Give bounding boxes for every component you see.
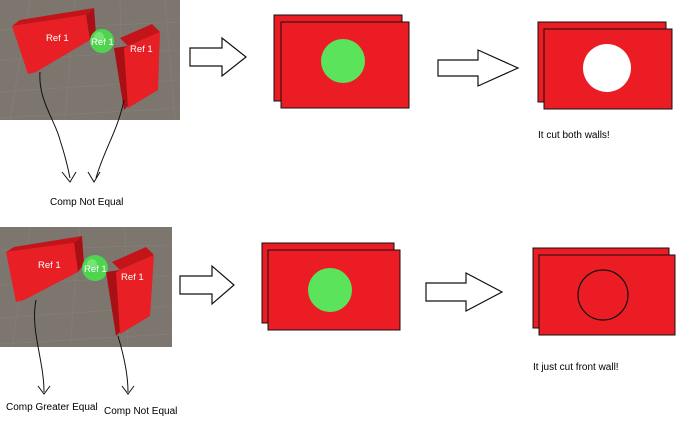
bottom-right-caption: Comp Not Equal	[104, 406, 177, 417]
bottom-hand-drawn-arrows	[34, 299, 135, 395]
bottom-left-caption: Comp Greater Equal	[6, 402, 98, 413]
top-sphere-label: Ref 1	[91, 37, 114, 48]
outline-hole	[577, 269, 629, 321]
bottom-panel-pair-outline	[532, 247, 676, 336]
top-row: Ref 1 Ref 1 Ref 1 Comp Not Equal	[0, 0, 673, 208]
top-hand-drawn-arrows	[39, 71, 125, 183]
arrow-right-icon	[437, 49, 520, 87]
bottom-row: Ref 1 Ref 1 Ref 1 Comp Greater Equal Com…	[0, 226, 676, 417]
hand-drawn-arrow-icon	[95, 99, 125, 179]
top-wall-left-label: Ref 1	[46, 33, 69, 44]
arrow-right-icon	[189, 36, 247, 78]
bottom-sphere: Ref 1	[82, 255, 108, 281]
green-sphere-hole	[321, 39, 365, 83]
bottom-scene: Ref 1 Ref 1 Ref 1	[0, 226, 173, 348]
top-scene: Ref 1 Ref 1 Ref 1	[0, 0, 181, 121]
arrow-right-icon	[179, 264, 235, 306]
top-left-caption: Comp Not Equal	[50, 197, 123, 208]
top-wall-right-label: Ref 1	[130, 44, 153, 55]
green-sphere-hole	[308, 268, 352, 312]
top-panel-pair-white	[537, 21, 673, 110]
top-result-caption: It cut both walls!	[538, 130, 610, 141]
top-sphere: Ref 1	[90, 29, 114, 53]
hand-drawn-arrow-icon	[117, 335, 129, 393]
bottom-sphere-label: Ref 1	[84, 264, 107, 275]
bottom-wall-right-label: Ref 1	[121, 272, 144, 283]
bottom-result-caption: It just cut front wall!	[533, 362, 619, 373]
white-hole	[583, 44, 631, 92]
bottom-wall-left: Ref 1	[6, 236, 84, 302]
top-wall-left: Ref 1	[12, 8, 96, 74]
arrow-right-icon	[425, 272, 504, 312]
top-wall-right: Ref 1	[114, 24, 160, 110]
bottom-wall-left-label: Ref 1	[38, 260, 61, 271]
bottom-panel-pair-green	[261, 242, 401, 331]
hand-drawn-arrow-icon	[39, 71, 71, 179]
bottom-wall-right: Ref 1	[106, 247, 154, 336]
hand-drawn-arrow-icon	[34, 299, 45, 393]
top-panel-pair-green	[273, 14, 410, 109]
